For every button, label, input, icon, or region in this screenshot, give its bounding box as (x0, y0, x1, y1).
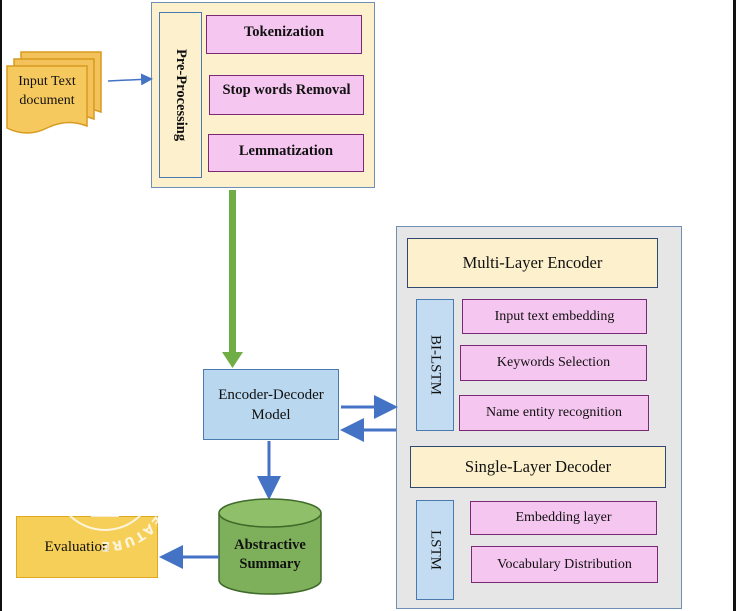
input-document-line2: document (19, 93, 75, 108)
frame-left-border (0, 0, 2, 611)
multi-layer-encoder-box: Multi-Layer Encoder (407, 238, 658, 288)
step-stop-words-label: Stop words Removal (222, 82, 351, 98)
encoder-item-1-label: Keywords Selection (496, 355, 611, 370)
evaluation-label: Evaluation (44, 538, 110, 555)
encoder-item-input-text-embedding: Input text embedding (462, 299, 647, 334)
step-lemmatization: Lemmatization (208, 134, 364, 172)
watermark: THIS IS A BEFUNKY PLUS FEATURE (32, 407, 178, 553)
preprocessing-label-box: Pre-Processing (159, 12, 202, 178)
model-label-line2: Model (251, 406, 291, 423)
step-stop-words-removal: Stop words Removal (209, 75, 364, 115)
encoder-item-2-label: Name entity recognition (485, 405, 623, 420)
encoder-item-0-label: Input text embedding (494, 308, 615, 324)
preprocessing-title: Pre-Processing (173, 48, 189, 142)
bilstm-side-box: BI-LSTM (416, 299, 454, 431)
arrow-document-to-preprocessing (107, 73, 153, 86)
input-document-line1: Input Text (18, 74, 76, 89)
lstm-side-box: LSTM (416, 500, 454, 600)
frame-right-border (733, 0, 736, 611)
summary-line1: Abstractive (234, 537, 306, 553)
decoder-item-vocabulary-distribution: Vocabulary Distribution (471, 546, 658, 583)
single-layer-decoder-title: Single-Layer Decoder (464, 457, 612, 476)
decoder-item-1-label: Vocabulary Distribution (497, 556, 632, 572)
step-lemmatization-label: Lemmatization (238, 143, 334, 159)
decoder-item-embedding-layer: Embedding layer (470, 501, 657, 535)
multi-layer-encoder-title: Multi-Layer Encoder (462, 253, 603, 272)
lstm-label: LSTM (427, 529, 444, 570)
summary-line2: Summary (239, 556, 301, 572)
summary-cylinder-icon (218, 498, 322, 595)
input-document: Input Text document (3, 50, 103, 140)
encoder-decoder-model: Encoder-Decoder Model (203, 369, 339, 440)
encoder-item-keywords-selection: Keywords Selection (460, 345, 647, 381)
abstractive-summary-label: Abstractive Summary (219, 536, 321, 574)
model-label-line1: Encoder-Decoder (218, 386, 324, 403)
svg-text:THIS IS A BEFUNKY PLUS FEATURE: THIS IS A BEFUNKY PLUS FEATURE (32, 407, 178, 553)
step-tokenization: Tokenization (206, 15, 362, 54)
watermark-text: THIS IS A BEFUNKY PLUS FEATURE (32, 407, 177, 553)
arrow-preprocessing-to-model (222, 190, 243, 368)
single-layer-decoder-box: Single-Layer Decoder (410, 446, 666, 488)
step-tokenization-label: Tokenization (243, 24, 325, 40)
encoder-item-name-entity-recognition: Name entity recognition (459, 395, 649, 431)
bilstm-label: BI-LSTM (427, 335, 444, 395)
document-stack-icon (6, 51, 102, 134)
decoder-item-0-label: Embedding layer (515, 510, 612, 525)
